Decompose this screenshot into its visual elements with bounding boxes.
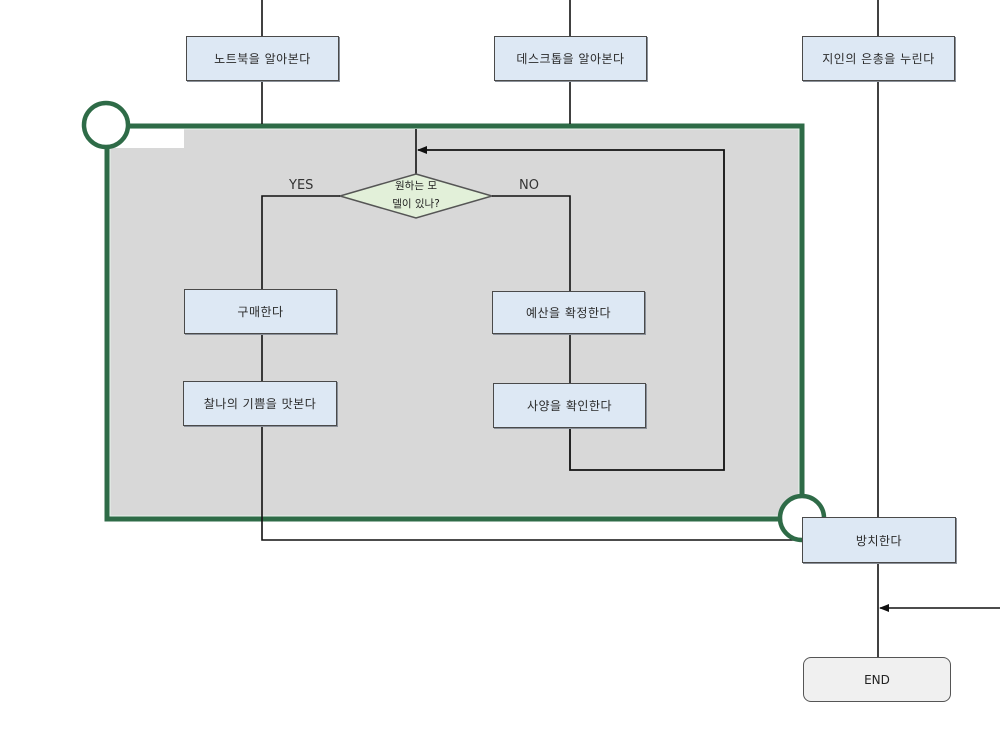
node-enjoy-label: 찰나의 기쁨을 맛본다 bbox=[203, 397, 317, 411]
node-laptop[interactable]: 노트북을 알아본다 bbox=[186, 36, 339, 81]
no-label: NO bbox=[519, 178, 539, 193]
decision-diamond bbox=[337, 173, 495, 219]
node-end[interactable]: END bbox=[803, 657, 951, 702]
connector-no-branch bbox=[492, 195, 571, 291]
node-desktop-label: 데스크톱을 알아본다 bbox=[516, 52, 625, 66]
connector-loop-back bbox=[417, 146, 725, 471]
node-acquaintance-label: 지인의 은총을 누린다 bbox=[822, 52, 935, 66]
node-leave[interactable]: 방치한다 bbox=[802, 517, 956, 563]
node-end-label: END bbox=[864, 672, 890, 687]
node-laptop-label: 노트북을 알아본다 bbox=[214, 52, 311, 66]
node-acquaintance[interactable]: 지인의 은총을 누린다 bbox=[802, 36, 955, 81]
decision-label-line2: 델이 있나? bbox=[392, 198, 440, 210]
node-enjoy[interactable]: 찰나의 기쁨을 맛본다 bbox=[183, 381, 337, 426]
node-budget[interactable]: 예산을 확정한다 bbox=[492, 291, 645, 334]
node-desktop[interactable]: 데스크톱을 알아본다 bbox=[494, 36, 647, 81]
yes-label: YES bbox=[289, 178, 314, 193]
decision-label-line1: 원하는 모 bbox=[395, 180, 437, 192]
group-start-circle bbox=[81, 100, 131, 150]
node-buy[interactable]: 구매한다 bbox=[184, 289, 337, 334]
node-leave-label: 방치한다 bbox=[855, 533, 903, 548]
connector-enjoy-to-leave bbox=[261, 425, 802, 541]
node-budget-label: 예산을 확정한다 bbox=[525, 306, 612, 320]
connector-yes-branch bbox=[261, 195, 340, 289]
group-inner-highlight bbox=[109, 128, 800, 517]
node-buy-label: 구매한다 bbox=[237, 305, 284, 319]
node-specs[interactable]: 사양을 확인한다 bbox=[493, 383, 646, 428]
node-specs-label: 사양을 확인한다 bbox=[526, 399, 613, 413]
decision-label: 원하는 모 델이 있나? bbox=[361, 176, 471, 214]
